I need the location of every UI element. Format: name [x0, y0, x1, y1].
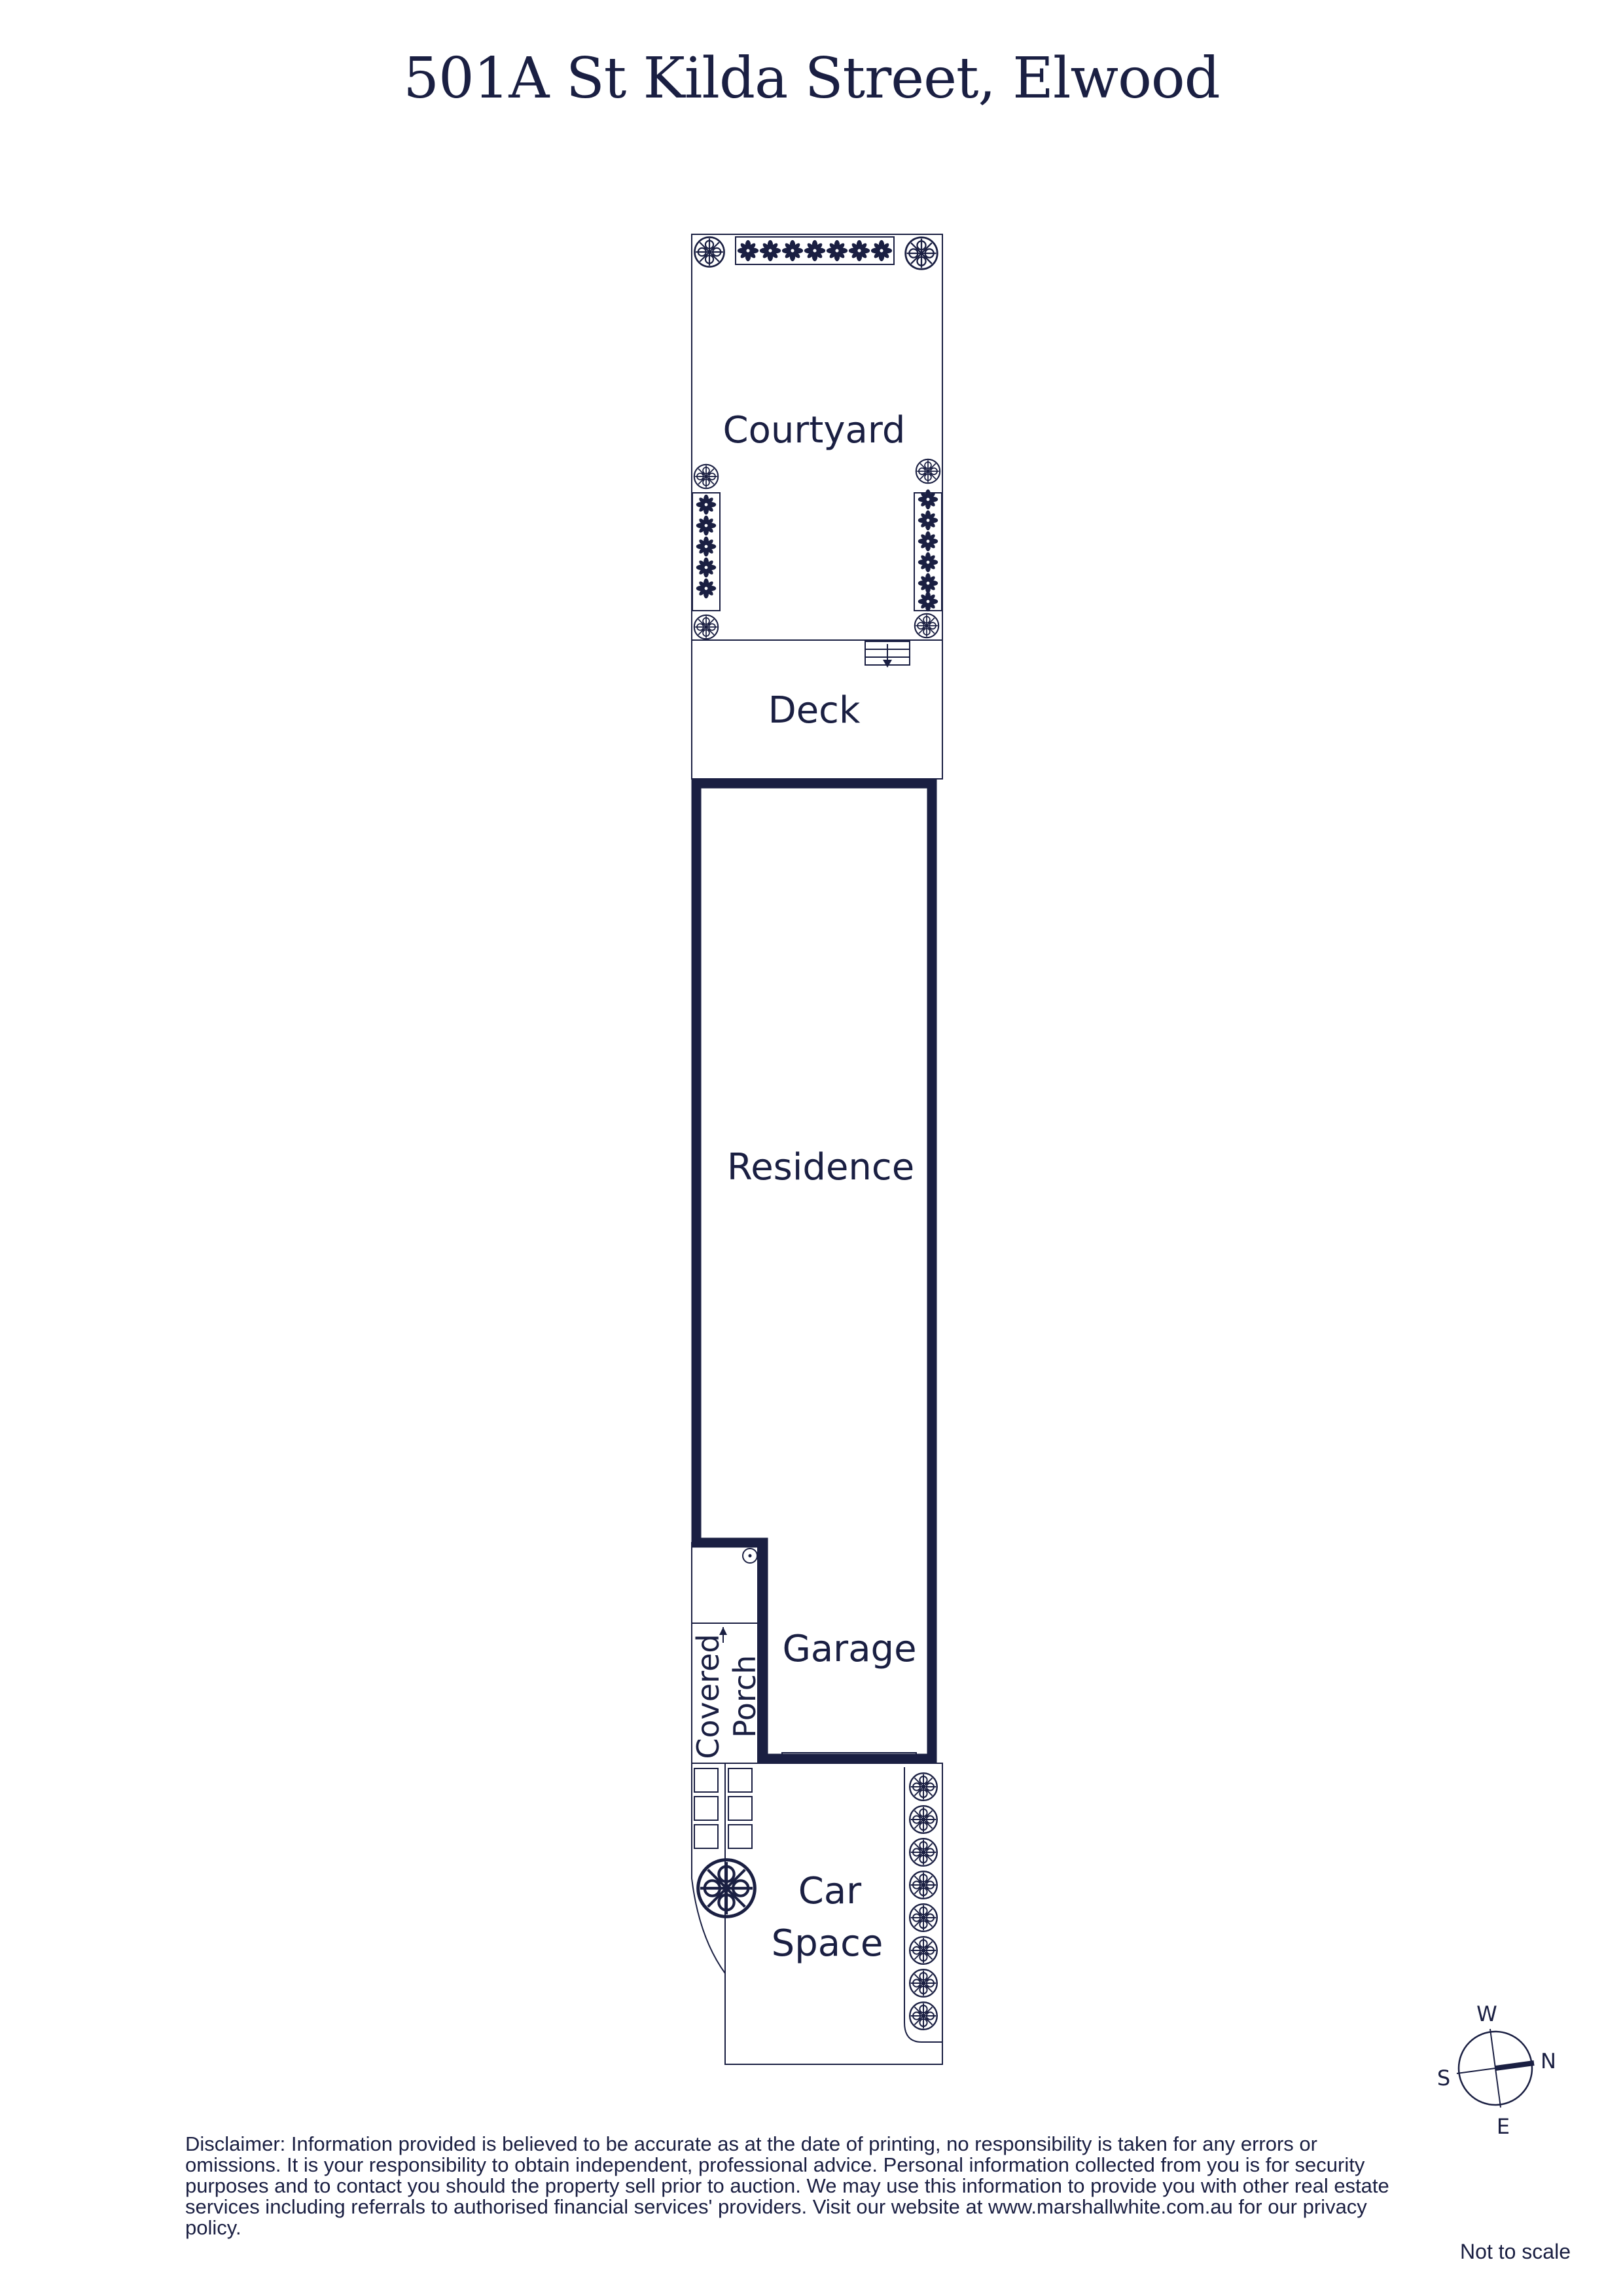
tree-icon	[908, 1903, 938, 1933]
planter-bed-car	[904, 1767, 942, 2043]
compass-icon: W N S E	[1437, 2001, 1556, 2139]
paver	[694, 1796, 719, 1821]
tree-icon	[908, 1968, 938, 1998]
compass-w: W	[1476, 2001, 1497, 2026]
shrub-icon	[781, 240, 804, 262]
shrub-icon	[918, 510, 938, 531]
tree-icon	[904, 236, 938, 270]
tree-icon	[914, 613, 940, 639]
compass-n: N	[1541, 2049, 1556, 2073]
shrub-icon	[918, 591, 938, 612]
shrub-icon	[918, 573, 938, 594]
planter-bed-left	[692, 492, 721, 611]
tree-icon	[693, 463, 719, 490]
scale-note: Not to scale	[1460, 2240, 1571, 2263]
room-label-deck: Deck	[768, 689, 861, 732]
tree-icon	[908, 1870, 938, 1900]
paver	[728, 1824, 753, 1849]
tree-icon	[915, 458, 941, 484]
shrub-icon	[826, 240, 848, 262]
entry-arrow-icon	[719, 1627, 727, 1635]
shrub-icon	[696, 578, 717, 599]
shrub-icon	[696, 557, 717, 578]
shrub-icon	[759, 240, 781, 262]
room-label-car-space-line1: Car	[798, 1870, 862, 1912]
tree-icon	[698, 1860, 755, 1917]
paver	[728, 1796, 753, 1821]
paver	[694, 1768, 719, 1793]
room-label-residence: Residence	[727, 1146, 914, 1189]
shrub-icon	[696, 494, 717, 515]
tree-icon	[908, 1935, 938, 1965]
room-label-car-space-line2: Space	[772, 1922, 883, 1965]
planter-bed-top	[735, 236, 895, 265]
tree-icon	[693, 614, 719, 640]
tree-icon	[908, 1837, 938, 1867]
paver	[694, 1824, 719, 1849]
room-label-garage: Garage	[782, 1628, 916, 1670]
shrub-icon	[918, 552, 938, 573]
room-label-courtyard: Courtyard	[723, 409, 906, 452]
shrub-icon	[737, 240, 759, 262]
paver	[728, 1768, 753, 1793]
shrub-icon	[696, 536, 717, 557]
shrub-icon	[696, 515, 717, 536]
room-label-covered-porch-line1: Covered	[690, 1634, 726, 1759]
stairs-arrow-icon	[883, 660, 892, 668]
shrub-icon	[804, 240, 826, 262]
page-title: 501A St Kilda Street, Elwood	[403, 46, 1220, 111]
disclaimer-text: Disclaimer: Information provided is beli…	[185, 2132, 1389, 2239]
tree-icon	[694, 236, 725, 268]
tree-icon	[908, 1804, 938, 1835]
garden-bed-left	[691, 1763, 726, 1974]
room-label-covered-porch-line2: Porch	[727, 1655, 762, 1738]
shrub-icon	[848, 240, 870, 262]
fixture-icon	[742, 1548, 758, 1564]
residence-outline	[691, 778, 937, 1764]
tree-icon	[908, 1772, 938, 1802]
tree-icon	[908, 2001, 938, 2031]
compass-s: S	[1437, 2066, 1450, 2090]
shrub-icon	[870, 240, 893, 262]
shrub-icon	[918, 531, 938, 552]
compass-e: E	[1497, 2114, 1510, 2139]
